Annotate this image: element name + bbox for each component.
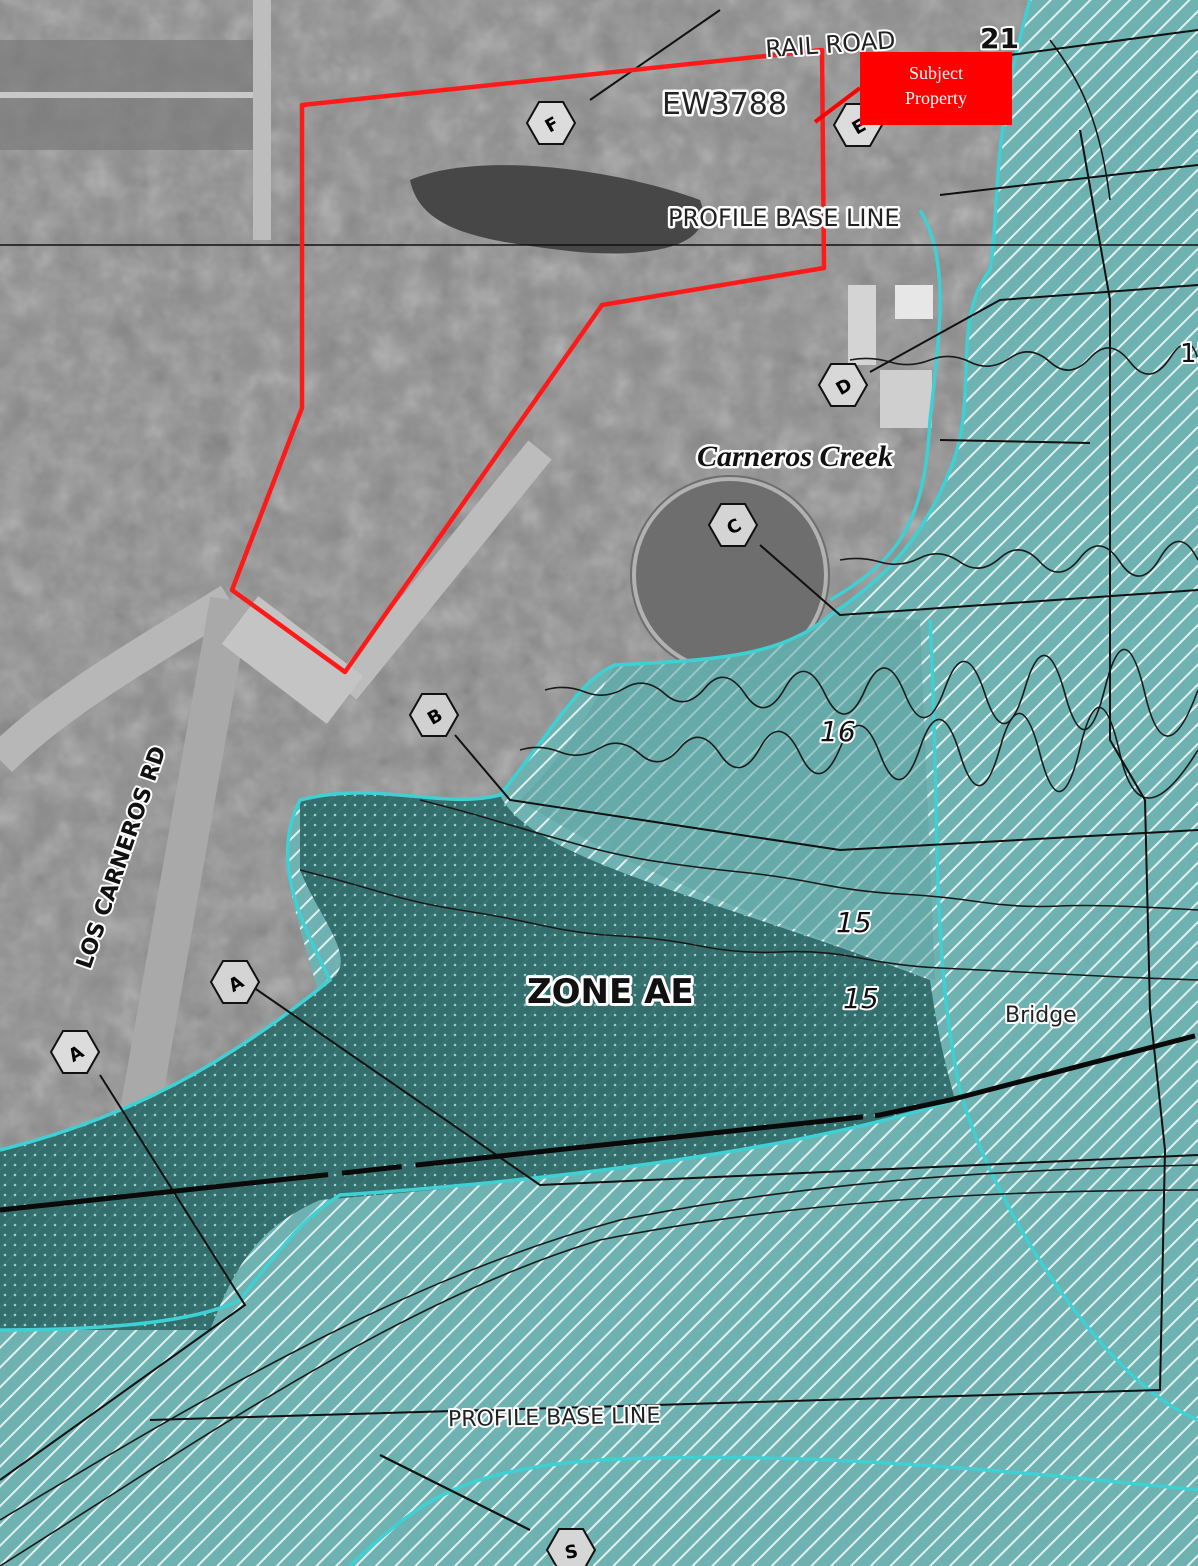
zone-ae-label: ZONE AE — [527, 972, 694, 1012]
cross-section-marker-c: C — [707, 503, 759, 547]
num-21-label: 21 — [980, 22, 1019, 55]
num-13-label: 13 — [1180, 339, 1198, 369]
cross-section-lines — [0, 9, 1198, 1531]
callout-line-1: Subject — [909, 63, 963, 83]
cross-section-marker-d: D — [817, 363, 869, 407]
cross-section-marker-s: S — [545, 1528, 597, 1566]
subject-property-callout: Subject Property — [860, 52, 1012, 125]
profile-base-line-label-top: PROFILE BASE LINE — [668, 204, 900, 232]
rail-road-label: RAIL ROAD — [764, 26, 896, 63]
elevation-16-label: 16 — [820, 715, 856, 748]
profile-base-line — [0, 1032, 1198, 1213]
subject-property-boundary — [229, 47, 827, 675]
cross-section-marker-b: B — [408, 693, 460, 737]
cross-section-markers: A A B C D E F S — [49, 101, 884, 1566]
bridge-label: Bridge — [1005, 1003, 1077, 1028]
callout-leader — [813, 86, 862, 124]
cross-section-marker-a2: A — [209, 960, 261, 1004]
cross-section-marker-f: F — [525, 101, 577, 145]
profile-base-line-label-bottom: PROFILE BASE LINE — [448, 1404, 661, 1433]
parcel-id-label: EW3788 — [662, 87, 787, 122]
callout-line-2: Property — [905, 88, 967, 108]
floodway-area — [0, 792, 955, 1330]
elevation-15-label-upper: 15 — [836, 906, 872, 939]
cross-section-marker-a1: A — [49, 1030, 101, 1074]
elevation-15-label-lower: 15 — [843, 982, 879, 1015]
creek-label: Carneros Creek — [697, 440, 893, 473]
base-flood-elevation-lines — [0, 342, 1198, 1566]
cross-section-letter: S — [563, 1541, 579, 1564]
